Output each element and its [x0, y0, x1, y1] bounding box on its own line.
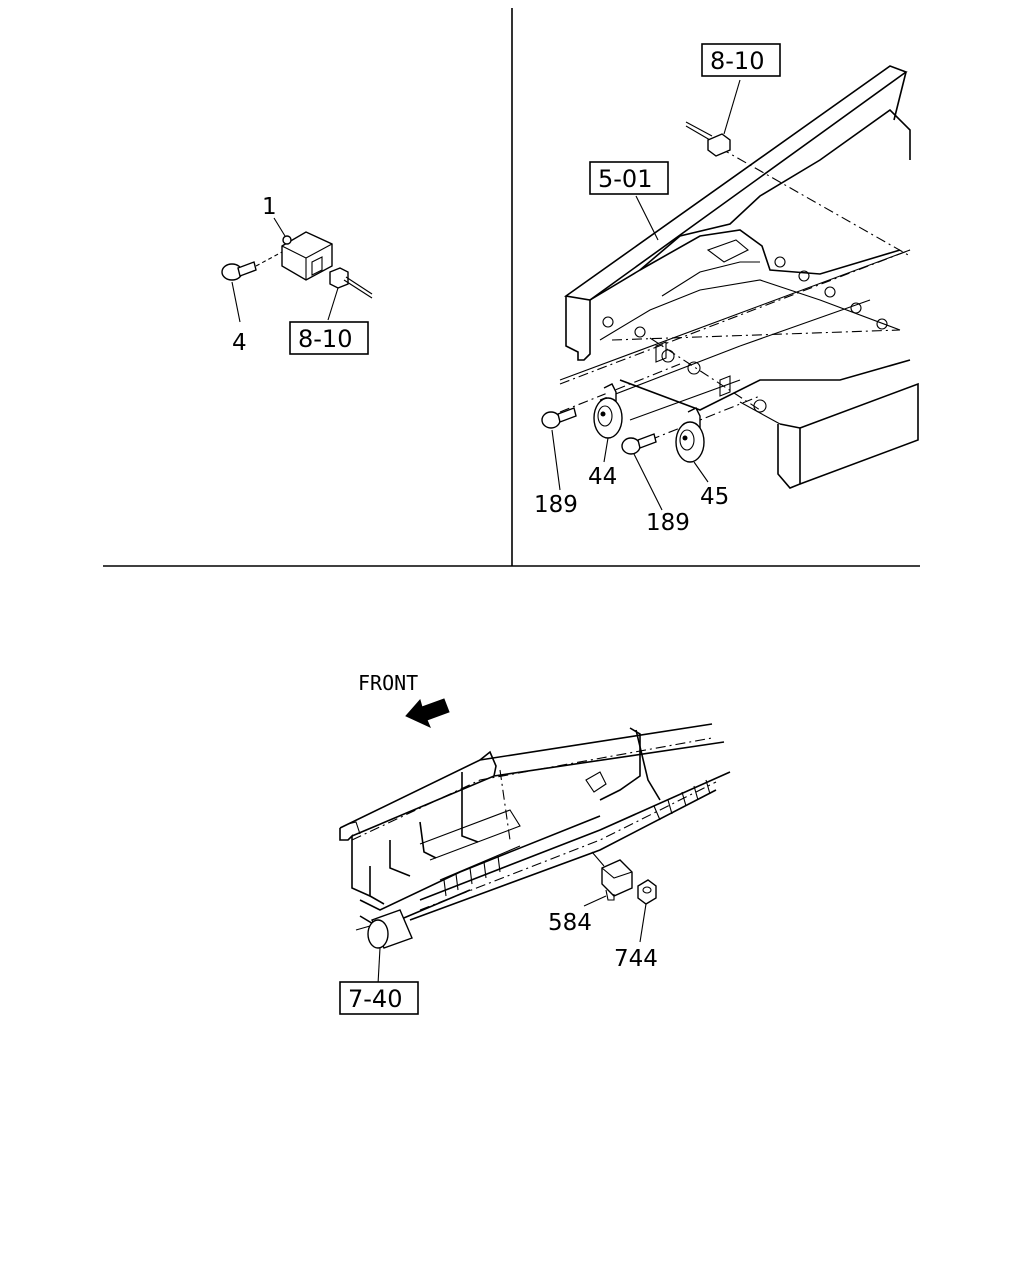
screw-part-4: [221, 251, 283, 281]
horn-part-44: [593, 383, 623, 439]
frame-rail: [559, 65, 919, 489]
relay-assembly: 1 4 8-10: [221, 194, 373, 356]
horn-assembly: 8-10 5-01 44 45 189 189: [534, 43, 919, 536]
ref-box-5-01: [589, 161, 669, 195]
connector-right: [685, 79, 741, 157]
chassis-assembly: FRONT: [339, 671, 731, 1015]
ref-label-8-10-left: 8-10: [298, 325, 352, 353]
label-part-4: 4: [232, 330, 247, 356]
relay-part-1: [281, 231, 333, 281]
nut-part-744: [637, 879, 657, 905]
label-part-189-a: 189: [534, 492, 578, 518]
bolt-part-189-a: [541, 407, 577, 429]
ref-label-7-40: 7-40: [348, 985, 402, 1013]
ref-label-8-10-right: 8-10: [710, 47, 764, 75]
label-part-189-b: 189: [646, 510, 690, 536]
bolt-part-189-b: [621, 433, 657, 455]
panel-dividers: [103, 8, 920, 567]
frame-centerlines: [559, 147, 911, 441]
cylinder-ref-7-40: [355, 909, 413, 949]
ref-box-7-40: [339, 981, 419, 1015]
ref-box-8-10-left: [289, 321, 369, 355]
ref-label-5-01: 5-01: [598, 165, 652, 193]
label-part-45: 45: [700, 484, 729, 510]
ref-box-8-10-right: [701, 43, 781, 77]
label-part-584: 584: [548, 910, 592, 936]
horn-part-45: [675, 407, 705, 463]
label-part-44: 44: [588, 464, 617, 490]
label-part-744: 744: [614, 946, 658, 972]
label-part-1: 1: [262, 194, 277, 220]
front-arrow-icon: [405, 698, 450, 728]
front-label: FRONT: [358, 671, 418, 695]
connector-left: [329, 267, 373, 299]
chassis-frame: [339, 723, 731, 929]
chassis-centerlines: [351, 737, 717, 911]
sensor-part-584: [591, 851, 633, 901]
